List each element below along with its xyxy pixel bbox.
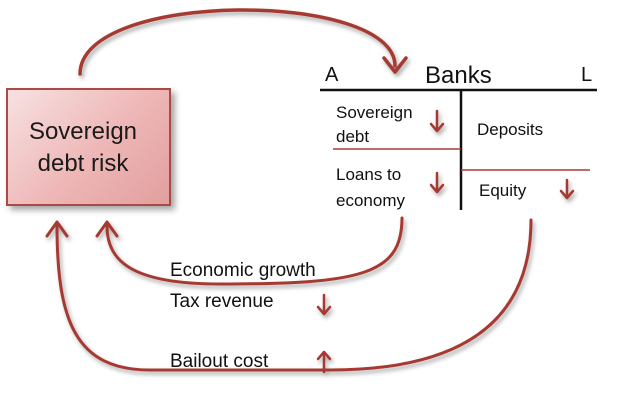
liability-deposits: Deposits (477, 120, 544, 139)
tax-revenue-label: Tax revenue (170, 291, 274, 312)
banks-title: Banks (425, 62, 492, 89)
asset-sovereign-debt-line1: Sovereign (336, 103, 413, 122)
risk-to-banks-arrow (78, 8, 397, 76)
assets-header: A (325, 64, 339, 86)
asset-loans-line2: economy (336, 191, 405, 210)
sovereign-debt-risk-box (6, 88, 171, 206)
loans-to-risk-arrow (105, 216, 404, 286)
asset-sovereign-debt-line2: debt (336, 127, 370, 146)
risk-to-banks-arrowhead (382, 56, 408, 74)
asset-loans-to-economy: Loans to economy (336, 162, 405, 214)
bailout-cost-up-icon (316, 350, 332, 374)
equity-to-risk-arrowhead (45, 220, 69, 238)
tax-revenue-down-icon (316, 293, 332, 316)
bailout-cost-label: Bailout cost (170, 351, 269, 372)
equity-down-icon (559, 178, 575, 200)
equity-to-risk-arrow (55, 218, 533, 372)
asset-sovereign-debt: Sovereign debt (336, 101, 413, 149)
loans-down-icon (429, 171, 445, 194)
liabilities-header: L (581, 64, 593, 86)
box-label-line1: Sovereign (28, 118, 138, 145)
liability-equity: Equity (479, 181, 527, 200)
sovereign-debt-down-icon (429, 109, 445, 133)
box-label-line2: debt risk (37, 150, 129, 177)
economic-growth-label: Economic growth (170, 260, 316, 281)
asset-loans-line1: Loans to (336, 165, 402, 184)
loans-to-risk-arrowhead (95, 220, 119, 238)
sovereign-debt-risk-label: Sovereign debt risk (8, 116, 158, 180)
